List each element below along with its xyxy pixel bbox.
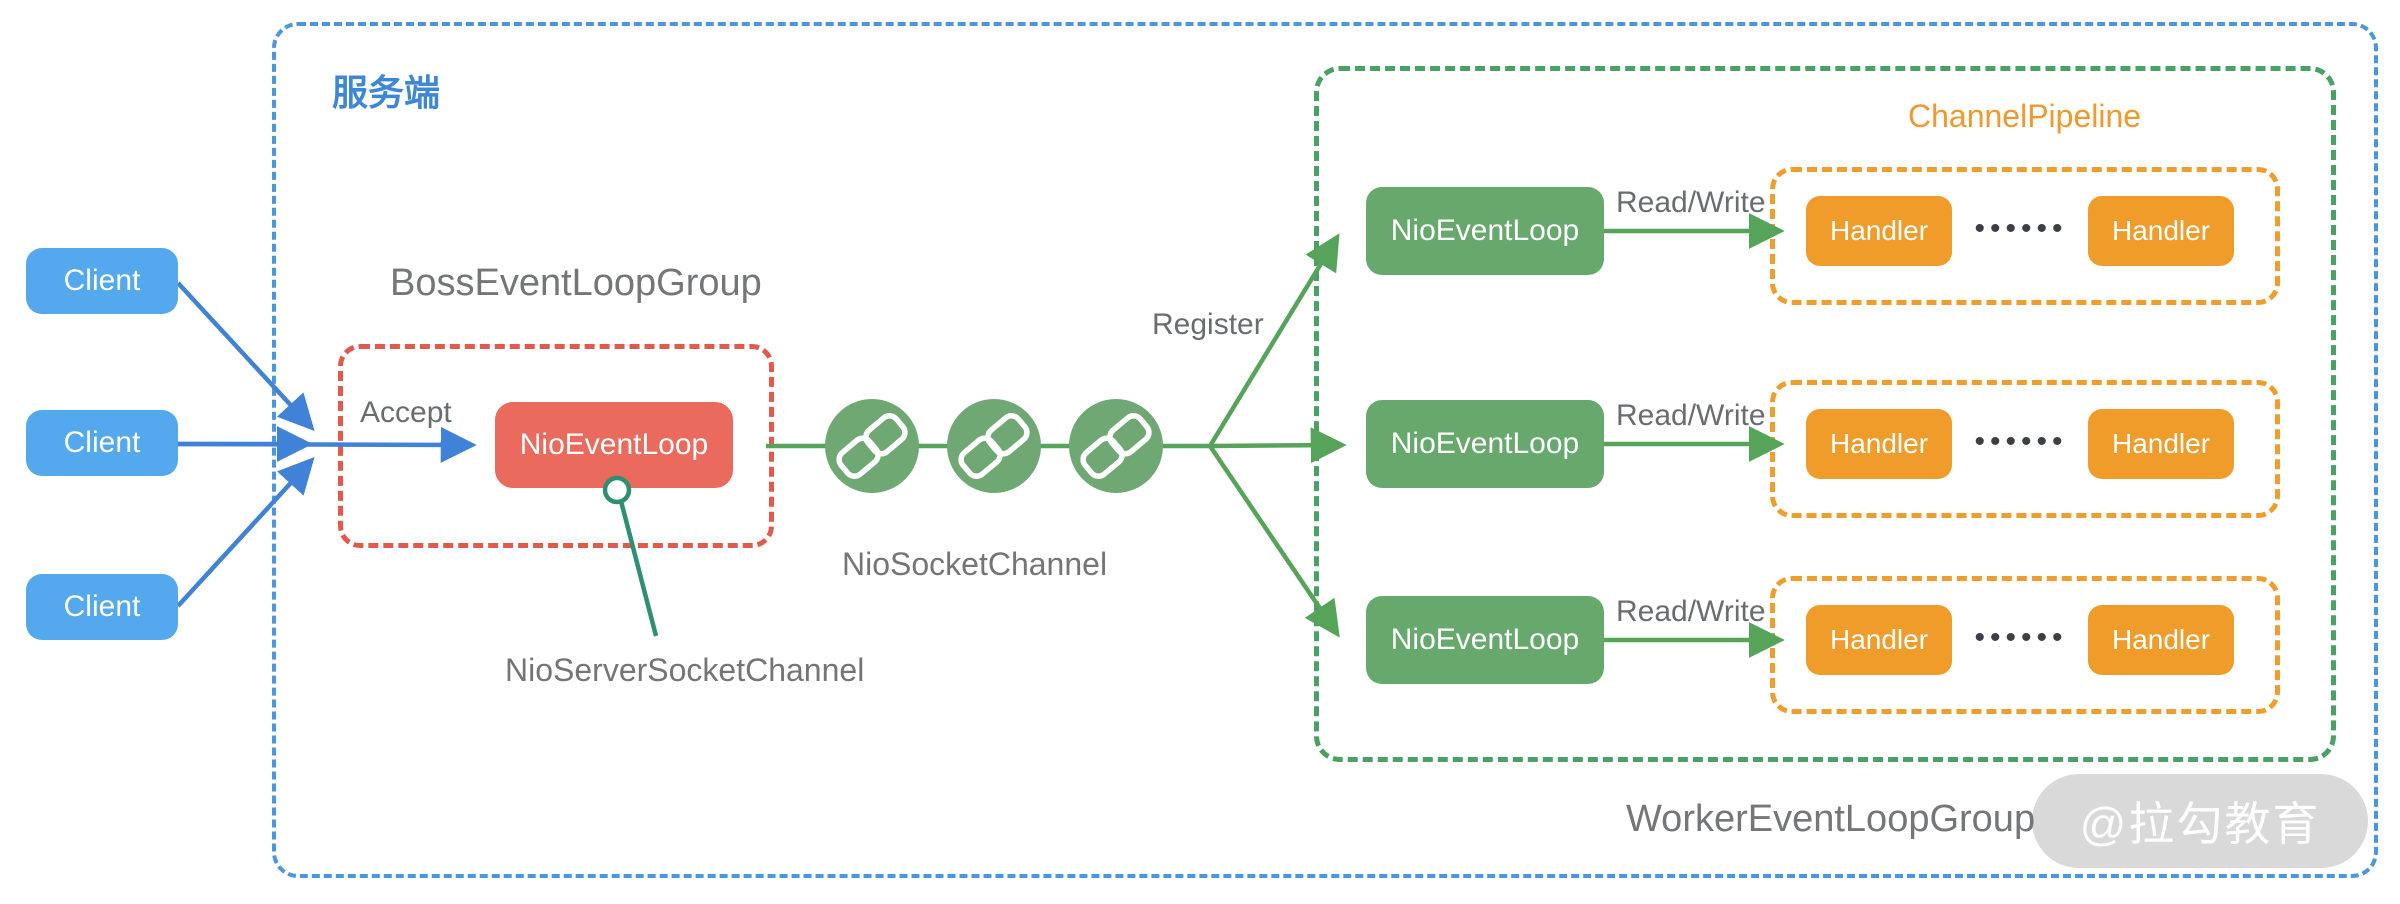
- worker-nioeventloop-node: NioEventLoop: [1366, 187, 1604, 275]
- server-dashed-box: [272, 22, 2378, 878]
- client-label: Client: [63, 590, 141, 623]
- niosocketchannel-label: NioSocketChannel: [842, 546, 1108, 582]
- handler-label: Handler: [2111, 428, 2211, 459]
- accept-label: Accept: [360, 396, 452, 429]
- client-label: Client: [63, 426, 141, 459]
- worker-nioeventloop-label: NioEventLoop: [1390, 214, 1580, 247]
- worker-nioeventloop-label: NioEventLoop: [1390, 427, 1580, 460]
- handler-node: Handler: [1806, 196, 1952, 266]
- handler-node: Handler: [1806, 409, 1952, 479]
- boss-nioeventloop-node: NioEventLoop: [495, 402, 733, 488]
- worker-nioeventloop-node: NioEventLoop: [1366, 596, 1604, 684]
- client-node-3: Client: [26, 574, 178, 640]
- handler-ellipsis-dots: ••••••: [1974, 621, 2068, 654]
- register-label: Register: [1152, 308, 1264, 341]
- worker-nioeventloop-label: NioEventLoop: [1390, 623, 1580, 656]
- handler-ellipsis-dots: ••••••: [1974, 212, 2068, 245]
- handler-node: Handler: [2088, 605, 2234, 675]
- chain-link-icon: [1069, 399, 1163, 493]
- chain-link-icon: [825, 399, 919, 493]
- worker-group-label: WorkerEventLoopGroup: [1626, 798, 2036, 840]
- handler-node: Handler: [2088, 196, 2234, 266]
- handler-label: Handler: [1829, 624, 1929, 655]
- handler-label: Handler: [1829, 428, 1929, 459]
- read-write-label: Read/Write: [1616, 399, 1766, 432]
- chain-link-icon: [947, 399, 1041, 493]
- handler-label: Handler: [2111, 215, 2211, 246]
- handler-label: Handler: [2111, 624, 2211, 655]
- handler-node: Handler: [2088, 409, 2234, 479]
- watermark-badge: @拉勾教育: [2032, 774, 2368, 868]
- handler-ellipsis-dots: ••••••: [1974, 425, 2068, 458]
- server-title: 服务端: [332, 72, 441, 113]
- nioserversocketchannel-label: NioServerSocketChannel: [505, 652, 865, 688]
- worker-nioeventloop-node: NioEventLoop: [1366, 400, 1604, 488]
- handler-node: Handler: [1806, 605, 1952, 675]
- client-node-2: Client: [26, 410, 178, 476]
- boss-nioeventloop-label: NioEventLoop: [519, 428, 709, 461]
- handler-label: Handler: [1829, 215, 1929, 246]
- watermark-text: @拉勾教育: [2079, 798, 2321, 850]
- channelpipeline-label: ChannelPipeline: [1908, 98, 2142, 134]
- client-node-1: Client: [26, 248, 178, 314]
- read-write-label: Read/Write: [1616, 186, 1766, 219]
- client-label: Client: [63, 264, 141, 297]
- read-write-label: Read/Write: [1616, 595, 1766, 628]
- boss-group-label: BossEventLoopGroup: [390, 262, 762, 304]
